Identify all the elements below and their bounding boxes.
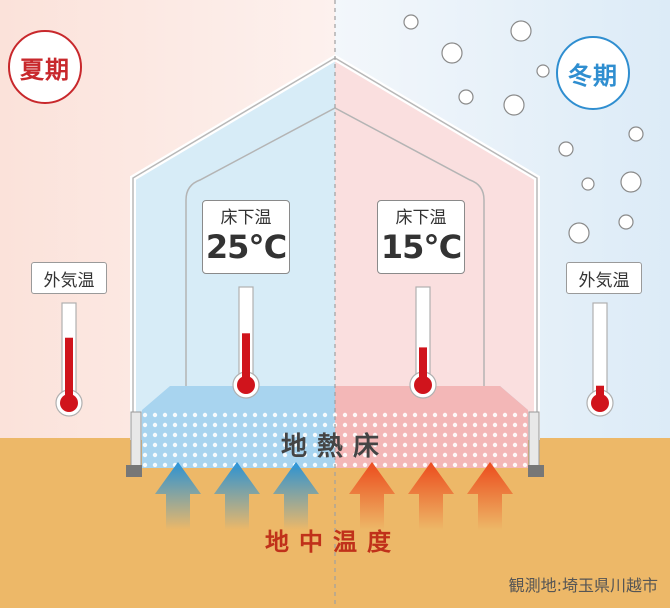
thermometer-mercury xyxy=(419,347,427,385)
foundation-left xyxy=(130,411,142,469)
thermometer-mercury-bulb xyxy=(60,394,78,412)
up-arrow-icon xyxy=(214,462,260,530)
snow-circle-icon xyxy=(620,171,642,193)
underfloor-temp-box-winter: 床下温 15℃ xyxy=(377,200,465,274)
underfloor-temp-label: 床下温 xyxy=(220,208,272,228)
thermometer-icon xyxy=(409,286,437,399)
thermometer-icon xyxy=(586,302,614,417)
thermometer-mercury xyxy=(242,333,250,385)
underfloor-temp-value-winter: 15℃ xyxy=(380,228,462,266)
snow-circle-icon xyxy=(510,20,532,42)
warm-arrows xyxy=(349,462,513,530)
up-arrow-icon xyxy=(273,462,319,530)
underground-temp-label: 地中温度 xyxy=(265,528,401,556)
geothermal-floor-label: 地熱床 xyxy=(280,432,389,462)
winter-badge: 冬期 xyxy=(556,36,630,110)
snow-circle-icon xyxy=(618,214,634,230)
underfloor-temp-value-summer: 25℃ xyxy=(205,228,287,266)
foundation-footing-left xyxy=(126,465,142,477)
snow-circle-icon xyxy=(403,14,419,30)
snow-circle-icon xyxy=(503,94,525,116)
up-arrow-icon xyxy=(349,462,395,530)
underfloor-temp-box-summer: 床下温 25℃ xyxy=(202,200,290,274)
thermometer-tube xyxy=(592,302,608,395)
snow-circles xyxy=(403,14,644,244)
snow-circle-icon xyxy=(581,177,595,191)
thermometer-mercury-bulb xyxy=(237,376,255,394)
up-arrow-icon xyxy=(155,462,201,530)
up-arrow-icon xyxy=(467,462,513,530)
outside-temp-label-summer: 外気温 xyxy=(31,262,107,294)
snow-circle-icon xyxy=(458,89,474,105)
thermometer-mercury-bulb xyxy=(591,394,609,412)
foundation-footing-right xyxy=(528,465,544,477)
thermometer-mercury-bulb xyxy=(414,376,432,394)
outside-temp-label-winter: 外気温 xyxy=(566,262,642,294)
snow-circle-icon xyxy=(441,42,463,64)
floor-slab-right xyxy=(335,386,528,410)
foundation-right xyxy=(528,411,540,469)
cool-arrows xyxy=(155,462,319,530)
snow-circle-icon xyxy=(558,141,574,157)
snow-circle-icon xyxy=(568,222,590,244)
thermometer-mercury xyxy=(65,337,73,403)
underfloor-temp-label: 床下温 xyxy=(395,208,447,228)
observation-location: 観測地:埼玉県川越市 xyxy=(508,576,658,595)
thermometer-icon xyxy=(55,302,83,417)
thermometers xyxy=(55,286,614,417)
up-arrow-icon xyxy=(408,462,454,530)
thermometer-icon xyxy=(232,286,260,399)
summer-badge: 夏期 xyxy=(8,30,82,104)
snow-circle-icon xyxy=(628,126,644,142)
snow-circle-icon xyxy=(536,64,550,78)
